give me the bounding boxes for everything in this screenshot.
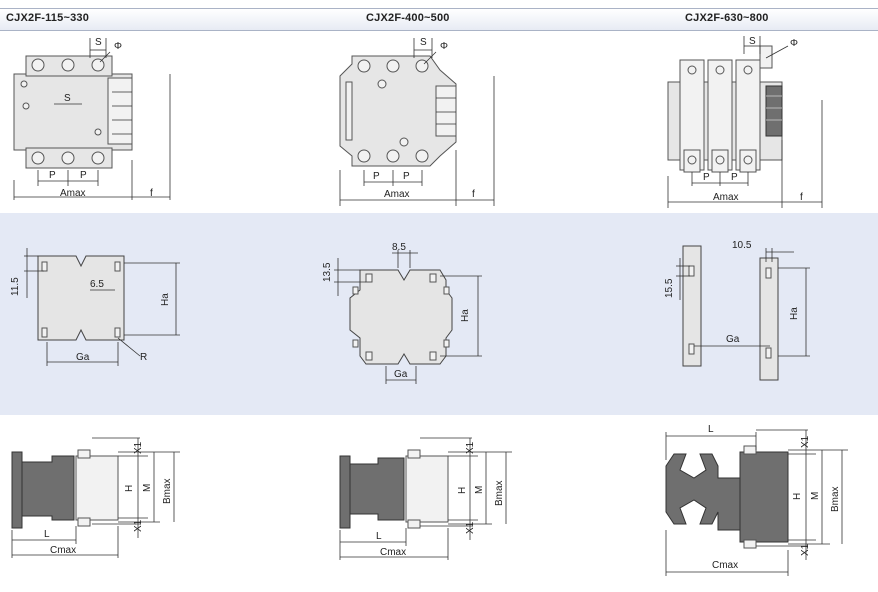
label-cmax-3: Cmax xyxy=(712,560,738,571)
label-m-2: M xyxy=(474,486,485,494)
label-x1-1a: X1 xyxy=(133,441,144,454)
label-r-1: R xyxy=(140,352,147,363)
label-8-5: 8.5 xyxy=(392,242,406,253)
model-title-3: CJX2F-630~800 xyxy=(685,12,769,24)
mounting-plate-1 xyxy=(24,248,180,366)
label-amax-2: Amax xyxy=(384,189,410,200)
label-phi-2: Φ xyxy=(440,41,448,52)
label-amax-1: Amax xyxy=(60,188,86,199)
front-view-3 xyxy=(667,36,823,208)
label-p-2a: P xyxy=(373,171,380,182)
label-m-1: M xyxy=(142,484,153,492)
label-6-5: 6.5 xyxy=(90,279,104,290)
label-p-1a: P xyxy=(49,170,56,181)
label-bmax-3: Bmax xyxy=(830,486,841,512)
label-x1-3b: X1 xyxy=(800,543,811,556)
label-x1-2a: X1 xyxy=(465,441,476,454)
label-s-1: S xyxy=(95,37,102,48)
label-x1-1b: X1 xyxy=(133,519,144,532)
label-cmax-2: Cmax xyxy=(380,547,406,558)
label-11-5: 11.5 xyxy=(10,277,21,296)
label-f-2: f xyxy=(472,189,475,200)
label-ga-3: Ga xyxy=(726,334,740,345)
side-view-1 xyxy=(11,437,180,558)
label-f-1: f xyxy=(150,188,153,199)
label-ga-2: Ga xyxy=(394,369,408,380)
mounting-plate-2 xyxy=(334,250,482,384)
label-bmax-1: Bmax xyxy=(162,478,173,504)
label-x1-3a: X1 xyxy=(800,435,811,448)
label-s-1b: S xyxy=(64,93,71,104)
label-h-1: H xyxy=(124,485,135,492)
label-l-3: L xyxy=(708,424,714,435)
label-m-3: M xyxy=(810,492,821,500)
label-ha-2: Ha xyxy=(460,309,471,322)
label-p-3b: P xyxy=(731,172,738,183)
label-h-3: H xyxy=(792,493,803,500)
label-s-3: S xyxy=(749,36,756,47)
model-title-2: CJX2F-400~500 xyxy=(366,12,450,24)
label-ha-3: Ha xyxy=(789,307,800,320)
front-view-1 xyxy=(13,38,171,200)
label-p-3a: P xyxy=(703,172,710,183)
side-view-2 xyxy=(339,437,512,560)
label-p-2b: P xyxy=(403,171,410,182)
side-view-3 xyxy=(665,429,848,576)
label-f-3: f xyxy=(800,192,803,203)
label-phi-1: Φ xyxy=(114,41,122,52)
label-13-5: 13.5 xyxy=(322,262,333,282)
label-bmax-2: Bmax xyxy=(494,480,505,506)
label-l-1: L xyxy=(44,529,50,540)
label-phi-3: Φ xyxy=(790,38,798,49)
label-cmax-1: Cmax xyxy=(50,545,76,556)
label-ga-1: Ga xyxy=(76,352,90,363)
label-l-2: L xyxy=(376,531,382,542)
label-h-2: H xyxy=(457,487,468,494)
model-title-1: CJX2F-115~330 xyxy=(6,12,90,24)
header-bar: CJX2F-115~330 CJX2F-400~500 CJX2F-630~80… xyxy=(0,8,878,31)
label-p-1b: P xyxy=(80,170,87,181)
label-amax-3: Amax xyxy=(713,192,739,203)
front-view-2 xyxy=(339,38,495,206)
mounting-plate-3 xyxy=(676,245,810,381)
label-s-2: S xyxy=(420,37,427,48)
label-10-5: 10.5 xyxy=(732,240,752,251)
label-ha-1: Ha xyxy=(160,293,171,306)
label-x1-2b: X1 xyxy=(465,521,476,534)
label-15-5: 15.5 xyxy=(664,278,675,298)
